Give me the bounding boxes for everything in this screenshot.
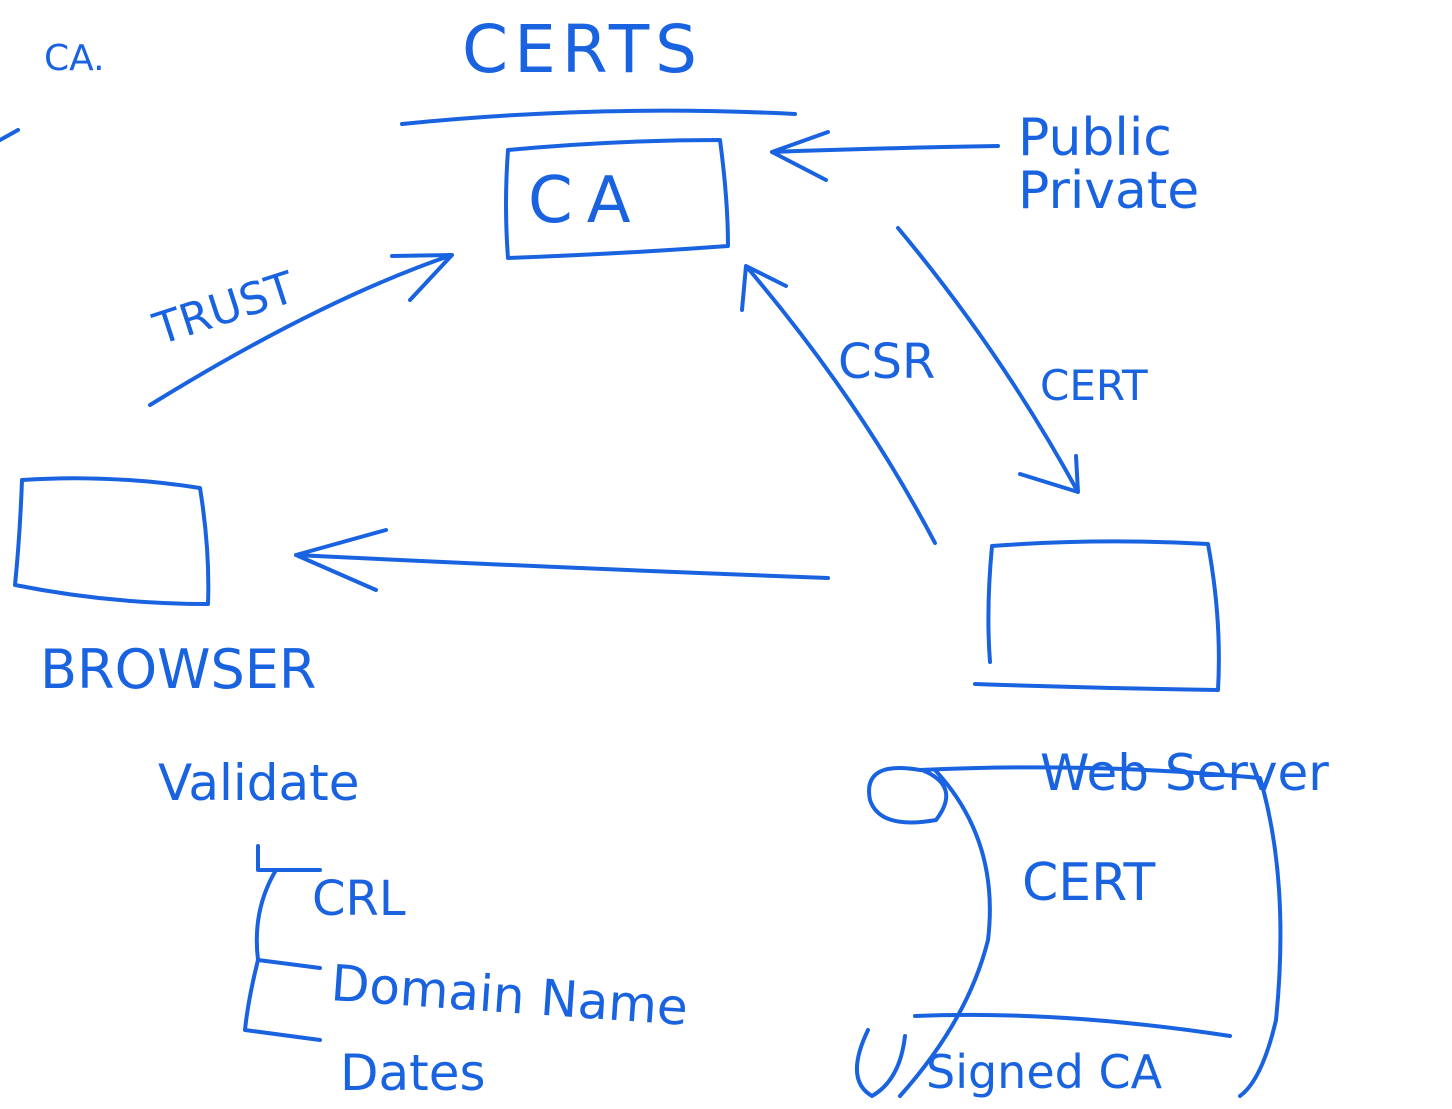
key-to-ca-arrow xyxy=(770,130,1000,182)
certs-heading: CERTS xyxy=(462,11,703,88)
ca-box-label: CA xyxy=(528,164,644,238)
trust-arrow xyxy=(148,253,454,407)
dates-item: Dates xyxy=(340,1044,486,1102)
corner-note-label: CA. xyxy=(44,38,105,79)
trust-label: TRUST xyxy=(147,262,301,355)
crl-item: CRL xyxy=(312,871,406,927)
public-key-label: Public xyxy=(1018,108,1172,168)
csr-label: CSR xyxy=(838,334,935,390)
ca-box xyxy=(504,138,730,260)
heading-underline xyxy=(400,108,797,126)
cert-arrow-label: CERT xyxy=(1040,361,1148,410)
web-server-box xyxy=(973,539,1221,692)
browser-box xyxy=(13,476,211,606)
scroll-cert-label: CERT xyxy=(1022,853,1156,913)
browser-label: BROWSER xyxy=(40,638,316,701)
server-to-browser-arrow xyxy=(294,528,830,592)
csr-arrow xyxy=(740,264,937,545)
corner-stroke xyxy=(0,128,20,142)
checklist-bracket xyxy=(243,844,322,1042)
validate-label: Validate xyxy=(158,754,360,812)
certificate-scroll xyxy=(854,765,1283,1098)
signed-ca-label: Signed CA xyxy=(926,1045,1163,1099)
domain-name-item: Domain Name xyxy=(329,954,690,1037)
private-key-label: Private xyxy=(1018,161,1199,221)
cert-issue-arrow xyxy=(896,226,1080,494)
